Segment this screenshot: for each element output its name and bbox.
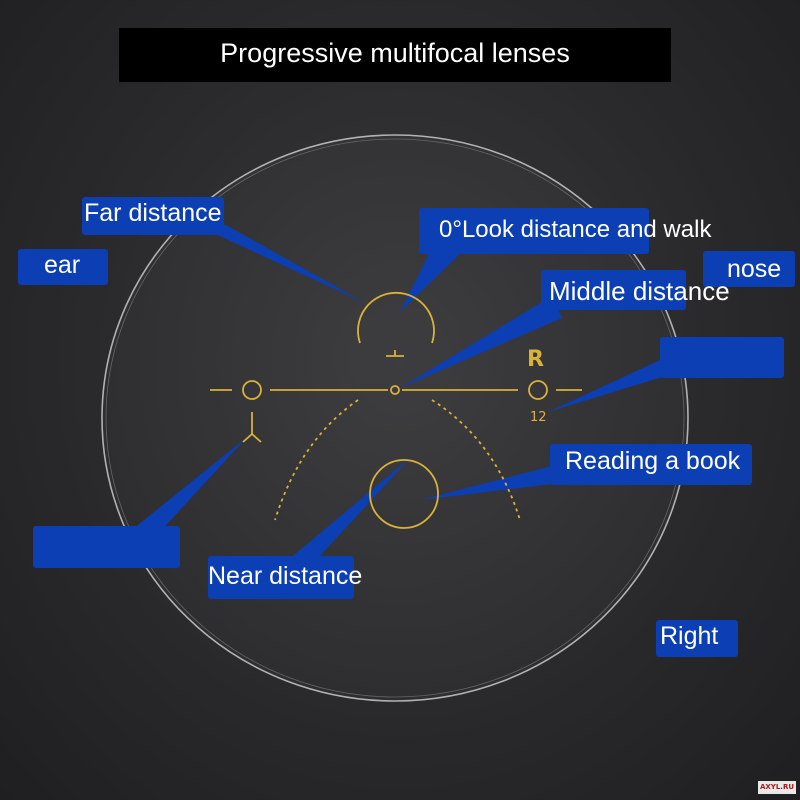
near-zone-circle [369,459,439,529]
near-index-y-right [251,433,262,443]
far-distance-label: Far distance [82,197,224,235]
corridor-left-dotted [274,399,359,521]
page-title: Progressive multifocal lenses [119,28,671,82]
middle-distance-label: Middle distance [541,270,730,310]
left-engraving-circle [242,380,262,400]
lens-outline [101,134,689,702]
reading-book-label: Reading a book [550,444,752,485]
lens-side-mark: R [527,347,544,372]
fitting-cross-dot [390,385,400,395]
right-engraving-circle [528,380,548,400]
nose-pointer [548,360,672,412]
blank-callout-left [33,526,180,568]
near-pointer [288,458,410,560]
near-index-y-left [242,433,253,443]
nose-label: nose [703,251,795,287]
watermark-stamp: AXYL.RU [758,781,796,794]
far-pointer [196,225,365,303]
ear-label: ear [18,249,108,285]
near-distance-label: Near distance [208,556,362,599]
lens-inner-edge [105,138,685,698]
ear-pointer [128,438,246,534]
lens-add-number: 12 [530,410,547,425]
middle-pointer [400,296,562,388]
corridor-right-dotted [431,399,521,521]
look-distance-label: 0°Look distance and walk [419,208,711,254]
reading-pointer [420,465,560,500]
far-zone-arc [357,292,435,344]
blank-callout-right [660,337,784,378]
right-label: Right [656,620,738,657]
